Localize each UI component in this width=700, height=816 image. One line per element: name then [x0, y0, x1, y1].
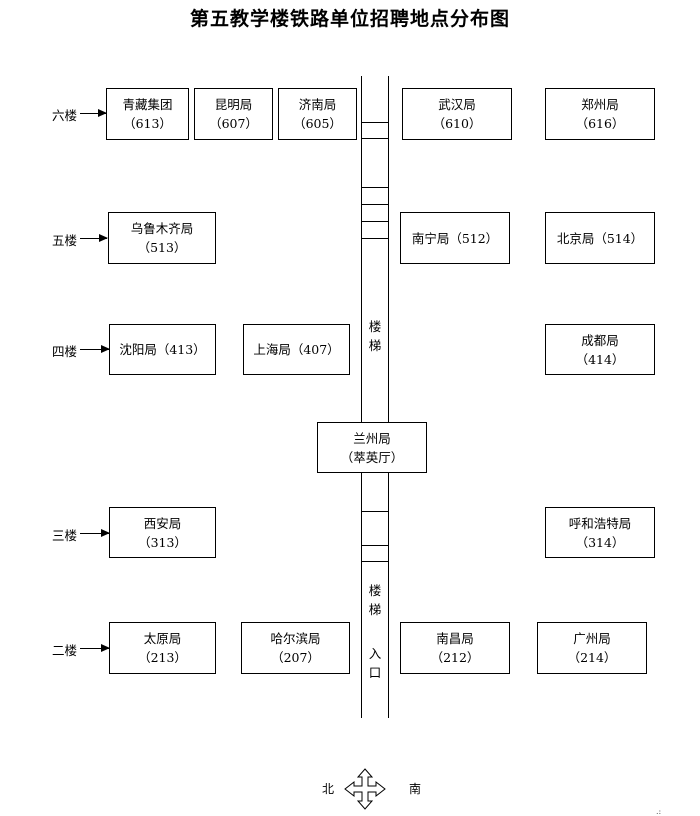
room-xian: 西安局 （313）	[109, 507, 216, 558]
arrow-icon	[80, 345, 110, 353]
room-number: （212）	[430, 650, 480, 665]
floor-label-6: 六楼	[52, 108, 78, 123]
floor-label-3: 三楼	[52, 528, 78, 543]
room-name: 西安局	[143, 515, 182, 531]
room-label: 北京局（514）	[556, 230, 644, 246]
room-nanning: 南宁局（512）	[400, 212, 510, 264]
room-number: （613）	[123, 116, 172, 131]
room-number: （610）	[432, 116, 482, 131]
compass-arrows-icon	[344, 768, 386, 810]
room-number: （213）	[138, 650, 187, 665]
room-chengdu: 成都局 （414）	[545, 324, 655, 375]
room-label: 上海局（407）	[253, 342, 340, 357]
stair-entrance-label: 楼	[368, 583, 382, 598]
room-guangzhou: 广州局 （214）	[537, 622, 647, 674]
stair-label: 梯	[368, 338, 382, 353]
stair-label: 楼	[368, 319, 382, 334]
room-name: 郑州局	[581, 97, 619, 112]
arrow-icon	[80, 109, 107, 117]
corridor-right-wall	[388, 76, 389, 422]
corridor-right-wall-lower	[388, 472, 389, 718]
room-lanzhou: 兰州局 （萃英厅）	[317, 422, 427, 473]
arrow-icon	[80, 234, 108, 242]
stair-step	[361, 545, 389, 546]
room-harbin: 哈尔滨局 （207）	[241, 622, 350, 674]
corner-artifact: .:	[656, 807, 662, 816]
room-name: 昆明局	[214, 97, 253, 112]
room-number: （605）	[293, 116, 342, 131]
room-name: 乌鲁木齐局	[130, 221, 194, 236]
stair-step	[361, 187, 389, 188]
room-kunming: 昆明局 （607）	[194, 88, 273, 140]
room-huhehaote: 呼和浩特局 （314）	[545, 507, 655, 558]
stair-step	[361, 221, 389, 222]
stair-entrance-label: 梯	[368, 602, 382, 617]
room-number: （207）	[271, 650, 320, 665]
room-name: 济南局	[298, 97, 337, 112]
room-name: 广州局	[573, 631, 611, 646]
room-shanghai: 上海局（407）	[243, 324, 350, 375]
stair-entrance-label: 入	[368, 646, 382, 661]
floor-label-2: 二楼	[52, 643, 78, 658]
room-name: 青藏集团	[122, 97, 173, 112]
room-number: （314）	[575, 534, 625, 550]
room-name: 兰州局	[353, 430, 391, 446]
floor-label-4: 四楼	[52, 344, 78, 359]
room-wuhan: 武汉局 （610）	[402, 88, 512, 140]
room-name: 哈尔滨局	[270, 631, 321, 646]
compass-south-label: 南	[409, 782, 422, 796]
room-name: 成都局	[581, 332, 619, 348]
room-zhengzhou: 郑州局 （616）	[545, 88, 655, 140]
stair-step	[361, 138, 389, 139]
room-number: （414）	[575, 351, 625, 367]
room-jinan: 济南局 （605）	[278, 88, 357, 140]
room-urumqi: 乌鲁木齐局 （513）	[108, 212, 216, 264]
room-name: 呼和浩特局	[568, 515, 632, 531]
room-name: 太原局	[143, 631, 182, 646]
room-number: （萃英厅）	[340, 449, 404, 465]
room-nanchang: 南昌局 （212）	[400, 622, 510, 674]
room-label: 沈阳局（413）	[119, 342, 206, 357]
stair-step	[361, 122, 389, 123]
stair-step	[361, 238, 389, 239]
room-number: （607）	[209, 116, 258, 131]
room-name: 武汉局	[438, 97, 476, 112]
room-shenyang: 沈阳局（413）	[109, 324, 216, 375]
arrow-icon	[80, 529, 110, 537]
floor-label-5: 五楼	[52, 233, 78, 248]
room-name: 南昌局	[436, 631, 474, 646]
room-number: （616）	[575, 116, 625, 131]
room-beijing: 北京局（514）	[545, 212, 655, 264]
room-label: 南宁局（512）	[411, 230, 499, 246]
arrow-icon	[80, 644, 110, 652]
stair-step	[361, 561, 389, 562]
stair-step	[361, 204, 389, 205]
stair-entrance-label: 口	[368, 665, 382, 680]
room-qingzang: 青藏集团 （613）	[106, 88, 189, 140]
room-number: （214）	[567, 650, 617, 665]
compass-north-label: 北	[322, 782, 335, 796]
corridor-left-wall	[361, 76, 362, 422]
page-title: 第五教学楼铁路单位招聘地点分布图	[189, 8, 510, 30]
room-number: （313）	[138, 534, 187, 550]
stair-step	[361, 511, 389, 512]
corridor-left-wall-lower	[361, 472, 362, 718]
room-number: （513）	[137, 240, 187, 255]
room-taiyuan: 太原局 （213）	[109, 622, 216, 674]
